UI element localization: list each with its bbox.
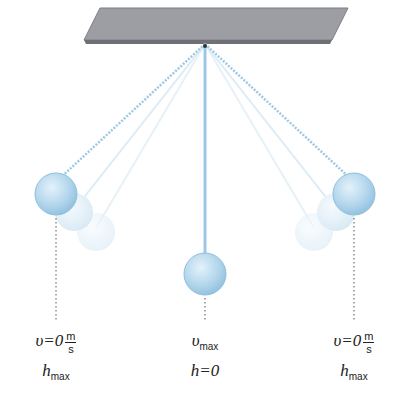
- quantity-label: h: [42, 361, 51, 380]
- pendulum-ball: [184, 253, 226, 295]
- label-line: υ=0ms: [334, 326, 375, 356]
- unit-fraction: ms: [363, 330, 374, 355]
- pendulum-string: [205, 44, 352, 180]
- quantity-label: m: [363, 330, 374, 342]
- quantity-label: h: [340, 361, 349, 380]
- pendulum-ball: [333, 173, 375, 215]
- label-line: hmax: [36, 356, 77, 386]
- pivot: [203, 44, 207, 48]
- unit-fraction: ms: [65, 330, 76, 355]
- leader-line: [205, 298, 206, 322]
- label-line: υmax: [191, 326, 219, 356]
- quantity-label: h=0: [191, 361, 219, 380]
- quantity-label: max: [199, 341, 218, 352]
- leader-line: [354, 218, 355, 322]
- quantity-label: max: [51, 371, 70, 382]
- quantity-label: max: [349, 371, 368, 382]
- ceiling-plate: [84, 8, 348, 40]
- quantity-label: s: [65, 342, 76, 355]
- label-line: υ=0ms: [36, 326, 77, 356]
- quantity-label: υ: [192, 331, 200, 350]
- label-line: h=0: [191, 356, 219, 386]
- quantity-label: s: [363, 342, 374, 355]
- label-group: υ=0mshmax: [334, 326, 375, 386]
- pendulum-string: [204, 44, 207, 256]
- label-group: υ=0mshmax: [36, 326, 77, 386]
- quantity-label: υ=0: [334, 331, 362, 350]
- label-line: hmax: [334, 356, 375, 386]
- ceiling-edge: [84, 40, 332, 44]
- quantity-label: υ=0: [36, 331, 64, 350]
- pendulum-ball: [35, 173, 77, 215]
- label-group: υmax h=0: [191, 326, 219, 386]
- quantity-label: m: [65, 330, 76, 342]
- pendulum-string: [58, 44, 205, 180]
- leader-line: [56, 218, 57, 322]
